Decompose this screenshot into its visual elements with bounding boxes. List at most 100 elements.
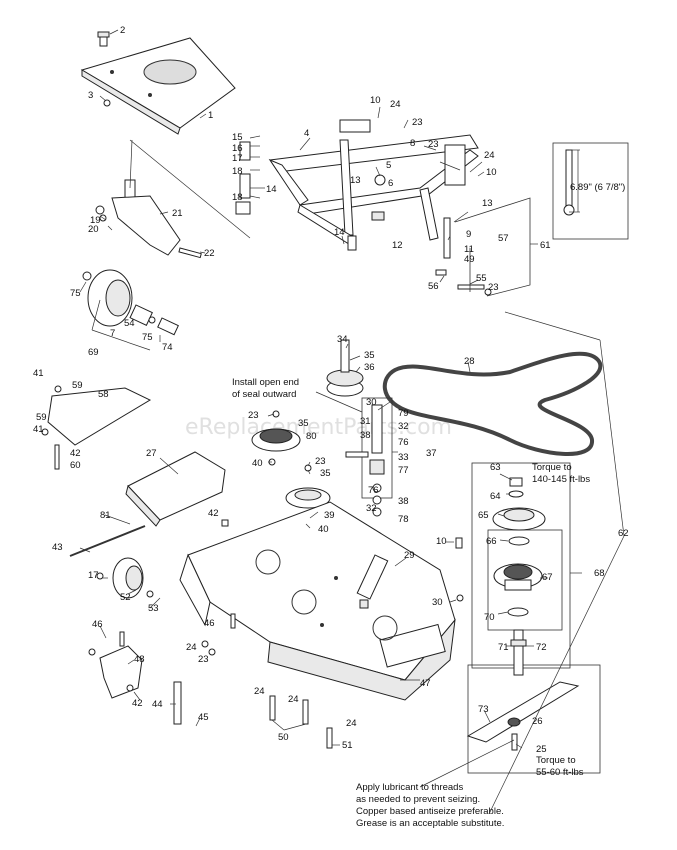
callout-16: 16: [232, 143, 243, 154]
mower-deck: [179, 501, 456, 701]
callout-79: 79: [398, 408, 409, 419]
callout-47: 47: [420, 678, 431, 689]
hinge-rod: [69, 525, 146, 557]
torque-note-1b: 140-145 ft-lbs: [532, 474, 590, 485]
callout-4: 4: [304, 128, 309, 139]
callout-31: 31: [360, 416, 371, 427]
callout-6: 6: [388, 178, 393, 189]
callout-69: 69: [88, 347, 99, 358]
spindle-housing: [493, 536, 543, 617]
callout-50: 50: [278, 732, 289, 743]
callout-72: 72: [536, 642, 547, 653]
callout-62: 62: [618, 528, 629, 539]
callout-59: 59: [72, 380, 83, 391]
callout-40: 40: [252, 458, 263, 469]
callout-77: 77: [398, 465, 409, 476]
gauge-wheel: [96, 557, 154, 599]
callout-30: 30: [366, 397, 377, 408]
callout-23b: 23: [428, 139, 439, 150]
callout-24e: 24: [288, 694, 299, 705]
callout-66: 66: [486, 536, 497, 547]
callout-26: 26: [532, 716, 543, 727]
deck-frame: [268, 119, 479, 251]
callout-46b: 46: [204, 618, 215, 629]
callout-10: 10: [370, 95, 381, 106]
callout-60: 60: [70, 460, 81, 471]
callout-23f: 23: [198, 654, 209, 665]
pulley-36: [326, 339, 364, 397]
callout-35b: 35: [298, 418, 309, 429]
callout-80: 80: [306, 431, 317, 442]
seal-note-1: Install open end: [232, 377, 299, 388]
mower-blade: [466, 681, 580, 751]
callout-37: 37: [426, 448, 437, 459]
lift-rod: [173, 681, 182, 725]
spindle-shaft: [510, 629, 527, 676]
callout-13b: 13: [482, 198, 493, 209]
caster-wheel: [82, 269, 179, 336]
callout-42b: 42: [208, 508, 219, 519]
callout-15: 15: [232, 132, 243, 143]
callout-35c: 35: [320, 468, 331, 479]
callout-29: 29: [404, 550, 415, 561]
callout-17: 17: [232, 153, 243, 164]
height-pin-box: [552, 142, 629, 240]
callout-57: 57: [498, 233, 509, 244]
seal-note-2: of seal outward: [232, 389, 296, 400]
callout-78: 78: [398, 514, 409, 525]
lubricant-note-3: Copper based antiseize preferable.: [356, 806, 504, 817]
discharge-chute: [125, 451, 226, 527]
callout-23c: 23: [488, 282, 499, 293]
plate-bolt: [103, 99, 111, 107]
plate-knob: [97, 31, 110, 47]
deck-hardware: [201, 519, 333, 749]
idler-arm-box: [345, 397, 393, 517]
callout-35: 35: [364, 350, 375, 361]
callout-7: 7: [110, 328, 115, 339]
callout-52: 52: [120, 592, 131, 603]
callout-39: 39: [324, 510, 335, 521]
callout-10c: 10: [436, 536, 447, 547]
callout-24d: 24: [254, 686, 265, 697]
torque-note-2b: 55-60 ft-lbs: [536, 767, 584, 778]
callout-8: 8: [410, 138, 415, 149]
callout-38b: 38: [398, 496, 409, 507]
callout-70: 70: [484, 612, 495, 623]
callout-23d: 23: [248, 410, 259, 421]
callout-46: 46: [92, 619, 103, 630]
callout-13: 13: [350, 175, 361, 186]
mount-bracket: [88, 631, 143, 699]
callout-59b: 59: [36, 412, 47, 423]
callout-32: 32: [398, 421, 409, 432]
callout-75: 75: [70, 288, 81, 299]
callout-17: 17: [88, 570, 99, 581]
callout-1: 1: [208, 110, 213, 121]
callout-23e: 23: [315, 456, 326, 467]
callout-33: 33: [398, 452, 409, 463]
callout-41: 41: [33, 368, 44, 379]
callout-75b: 75: [142, 332, 153, 343]
callout-61: 61: [540, 240, 551, 251]
callout-10b: 10: [486, 167, 497, 178]
callout-22: 22: [204, 248, 215, 259]
drive-belt: [382, 351, 603, 456]
deflector-bracket: [41, 385, 152, 470]
callout-53: 53: [148, 603, 159, 614]
callout-54: 54: [124, 318, 135, 329]
callout-28: 28: [464, 356, 475, 367]
callout-24c: 24: [186, 642, 197, 653]
callout-labels: 2 3 1 10 24 23 4 15 16 17 18 14 18 8 23 …: [33, 25, 629, 829]
callout-48: 48: [134, 654, 145, 665]
callout-30b: 30: [432, 597, 443, 608]
callout-12: 12: [392, 240, 403, 251]
callout-44: 44: [152, 699, 163, 710]
callout-56: 56: [428, 281, 439, 292]
callout-71: 71: [498, 642, 509, 653]
callout-19: 19: [90, 215, 101, 226]
callout-63: 63: [490, 462, 501, 473]
spindle-bolt: [455, 537, 464, 602]
callout-18: 18: [232, 166, 243, 177]
torque-note-2a: Torque to: [536, 755, 576, 766]
caster-fork: [95, 179, 202, 259]
callout-73: 73: [478, 704, 489, 715]
